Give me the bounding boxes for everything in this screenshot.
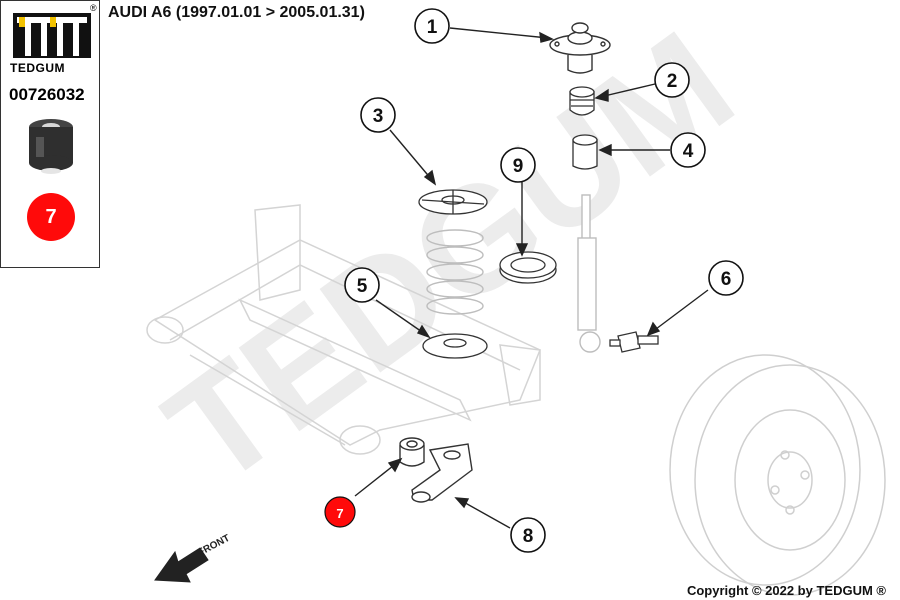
front-label: FRONT (196, 533, 232, 559)
svg-text:7: 7 (336, 506, 343, 521)
wheel (669, 354, 886, 596)
part-shock-bushing (609, 331, 659, 353)
svg-text:2: 2 (667, 71, 678, 92)
callout-4: 4 (670, 132, 706, 168)
svg-text:8: 8 (523, 526, 534, 547)
svg-text:3: 3 (373, 106, 384, 127)
callout-1: 1 (414, 8, 450, 44)
part-lower-spring-seat (422, 333, 488, 359)
brand-name: TEDGUM (10, 61, 65, 75)
callout-6: 6 (708, 260, 744, 296)
callout-7-highlight: 7 (324, 496, 356, 528)
bushing-photo (29, 119, 73, 174)
leader-arrows (354, 27, 709, 529)
svg-text:5: 5 (357, 276, 368, 297)
part-bearing (499, 251, 557, 284)
tedgum-logo (13, 13, 91, 58)
registered-mark: ® (90, 3, 97, 13)
svg-text:4: 4 (683, 141, 694, 162)
part-number: 00726032 (9, 85, 85, 104)
highlight-badge-number: 7 (45, 205, 57, 228)
svg-text:9: 9 (513, 156, 524, 177)
copyright-footer: Copyright © 2022 by TEDGUM ® (686, 583, 886, 598)
svg-text:1: 1 (427, 17, 438, 38)
part-upper-spring-seat (418, 189, 488, 215)
callout-8: 8 (510, 517, 546, 553)
rear-axle-assembly (146, 204, 541, 455)
part-bracket (411, 443, 473, 503)
highlight-badge: 7 (27, 193, 75, 241)
part-top-mount (549, 22, 611, 74)
part-dust-sleeve (572, 134, 598, 170)
callout-5: 5 (344, 267, 380, 303)
part-silent-block (399, 437, 425, 467)
callout-9: 9 (500, 147, 536, 183)
coil-spring (426, 229, 484, 315)
svg-text:6: 6 (721, 269, 732, 290)
part-info-box: ® TEDGUM 00726032 7 (0, 0, 100, 268)
front-arrow: FRONT (154, 533, 232, 583)
shock-absorber (577, 194, 601, 353)
callout-2: 2 (654, 62, 690, 98)
callout-3: 3 (360, 97, 396, 133)
vehicle-title: AUDI A6 (1997.01.01 > 2005.01.31) (108, 4, 365, 21)
part-bump-stop (569, 86, 595, 116)
